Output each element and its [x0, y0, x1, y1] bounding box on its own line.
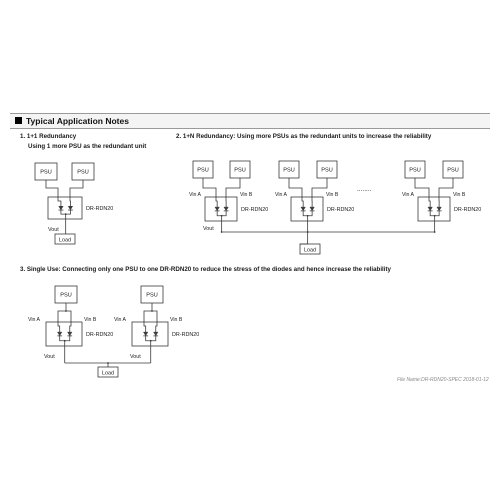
psu1-output-wire: [45, 180, 59, 197]
module-input-a-wire: [215, 197, 218, 208]
load-box: [54, 233, 76, 245]
module-input-a-wire: [301, 197, 304, 208]
vin-b-label: Vin B: [326, 192, 339, 198]
section1-subheading: Using 1 more PSU as the redundant unit: [28, 143, 147, 150]
module-input-a-wire: [57, 322, 61, 333]
diode-icon: [153, 331, 159, 337]
module-model-label: DR-RDN20: [86, 332, 113, 338]
module-model-label: DR-RDN20: [241, 207, 268, 213]
junction-dot: [63, 339, 66, 342]
psu-label: PSU: [77, 170, 89, 176]
split-wire: [57, 310, 72, 322]
diode-icon: [436, 206, 442, 212]
psu-label: PSU: [409, 168, 421, 174]
redundancy-module-box: [47, 196, 83, 220]
module-input-a-wire: [143, 322, 147, 333]
vin-a-label: Vin A: [114, 317, 127, 323]
vin-a-label: Vin A: [28, 317, 41, 323]
diode-icon: [427, 206, 433, 212]
redundancy-module-box: [204, 196, 238, 222]
psu-label: PSU: [447, 168, 459, 174]
psu-b-output-wire: [225, 178, 241, 197]
vin-a-label: Vin A: [189, 192, 202, 198]
header-bullet-icon: [15, 117, 22, 124]
redundancy-module-box: [131, 321, 169, 347]
diode-icon: [223, 206, 229, 212]
redundancy-module-box: [45, 321, 83, 347]
module-model-label: DR-RDN20: [454, 207, 481, 213]
section2-heading: 2. 1+N Redundancy: Using more PSUs as th…: [176, 133, 432, 140]
diode-icon: [67, 205, 74, 211]
junction-dot: [65, 310, 67, 312]
psu-label: PSU: [146, 293, 158, 299]
module-input-b-wire: [69, 322, 72, 333]
junction-dot: [64, 213, 67, 216]
module-input-b-wire: [155, 322, 158, 333]
psu-label: PSU: [234, 168, 246, 174]
load-label: Load: [304, 248, 316, 254]
vout-label: Vout: [203, 226, 214, 232]
load-label: Load: [102, 371, 114, 377]
vin-a-label: Vin A: [402, 192, 415, 198]
vin-b-label: Vin B: [84, 317, 97, 323]
psu-label: PSU: [60, 293, 72, 299]
load-box: [299, 243, 321, 255]
diode-icon: [309, 206, 315, 212]
redundancy-module-box: [417, 196, 451, 222]
page-title: Typical Application Notes: [26, 116, 129, 126]
module-input-a-wire: [428, 197, 431, 208]
psu-label: PSU: [40, 170, 52, 176]
psu-label: PSU: [197, 168, 209, 174]
diode-icon: [214, 206, 220, 212]
section-header-bar: Typical Application Notes: [10, 113, 490, 129]
module-input-a-wire: [57, 197, 62, 207]
vout-label: Vout: [48, 227, 59, 233]
junction-dot: [433, 214, 436, 217]
load-box: [97, 366, 119, 378]
vin-b-label: Vin B: [453, 192, 466, 198]
junction-dot: [220, 214, 223, 217]
psu-a-output-wire: [288, 178, 303, 197]
psu2-output-wire: [69, 180, 84, 197]
split-wire: [143, 310, 158, 322]
section3-heading: 3. Single Use: Connecting only one PSU t…: [20, 266, 391, 273]
diode-icon: [58, 205, 64, 211]
load-label: Load: [59, 238, 71, 244]
redundancy-module-box: [290, 196, 324, 222]
junction-dot: [149, 339, 152, 342]
vin-b-label: Vin B: [240, 192, 253, 198]
psu-label: PSU: [283, 168, 295, 174]
vout-label: Vout: [130, 354, 141, 360]
psu-label: PSU: [321, 168, 333, 174]
vin-b-label: Vin B: [170, 317, 183, 323]
ellipsis-label: ........: [357, 186, 372, 193]
footer-file-name: File Name:DR-RDN20-SPEC 2018-01-12: [397, 377, 489, 383]
module-model-label: DR-RDN20: [172, 332, 199, 338]
diode-icon: [67, 331, 73, 337]
vin-a-label: Vin A: [275, 192, 288, 198]
module-model-label: DR-RDN20: [86, 206, 113, 212]
diode-icon: [143, 331, 149, 337]
diode-icon: [300, 206, 306, 212]
junction-dot: [306, 214, 309, 217]
module-model-label: DR-RDN20: [327, 207, 354, 213]
diode-icon: [57, 331, 63, 337]
section1-heading: 1. 1+1 Redundancy: [20, 133, 77, 140]
junction-dot: [151, 310, 153, 312]
vout-label: Vout: [44, 354, 55, 360]
psu-b-output-wire: [311, 178, 328, 197]
psu-a-output-wire: [202, 178, 217, 197]
psu-a-output-wire: [414, 178, 430, 197]
psu-b-output-wire: [438, 178, 454, 197]
